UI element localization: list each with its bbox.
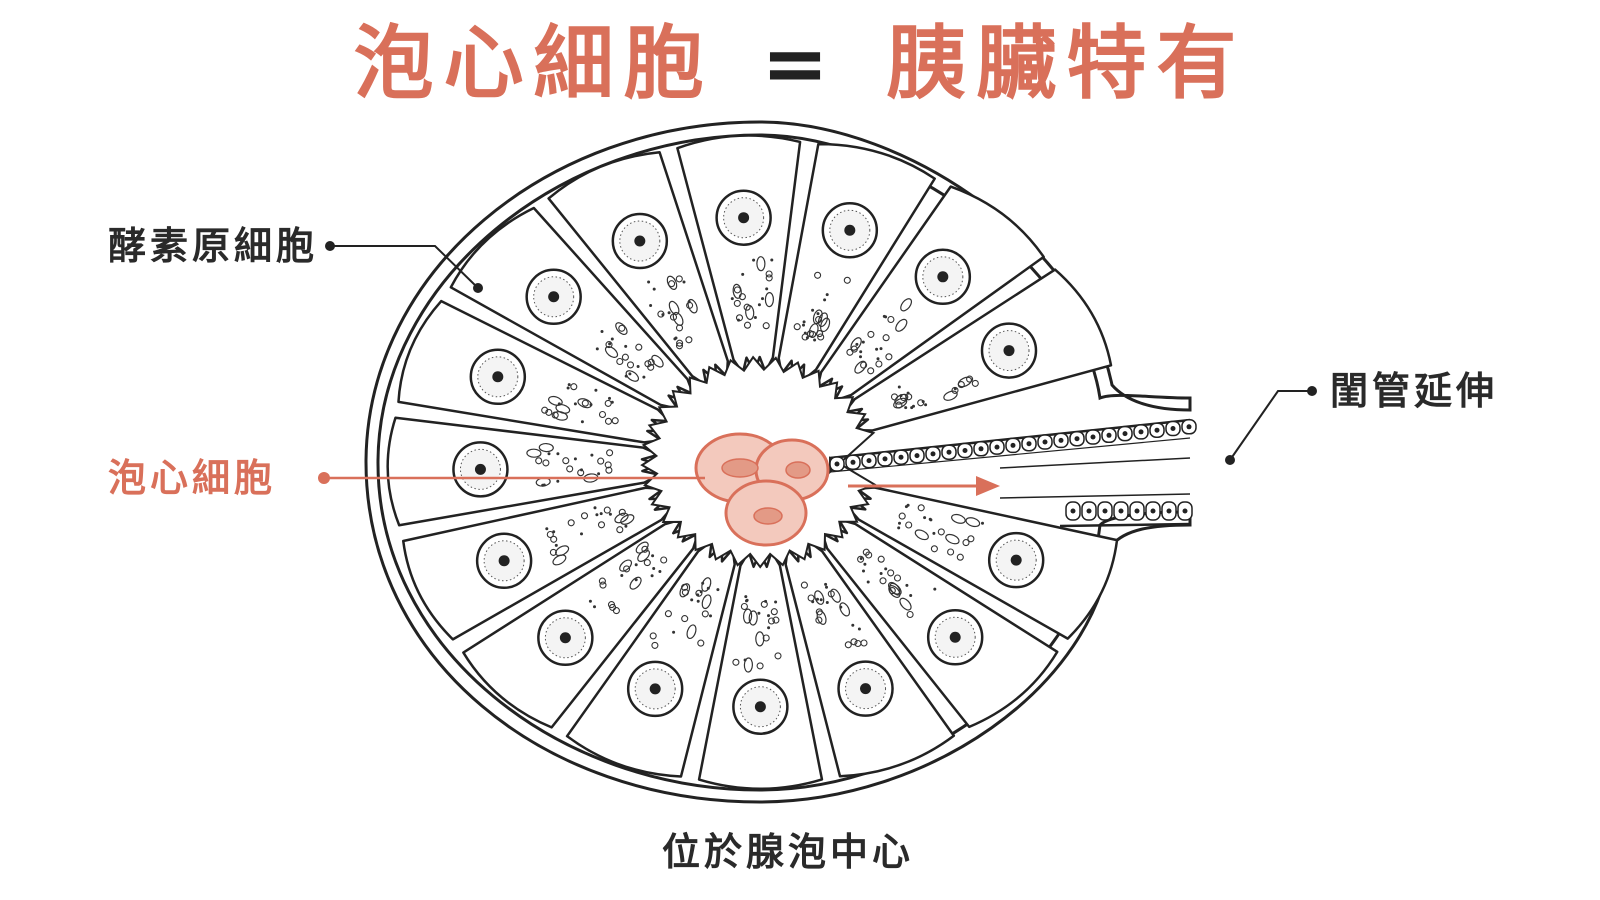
page-title: 泡心細胞 = 胰臟特有: [0, 14, 1600, 114]
zymogen-granules: [588, 541, 668, 615]
nucleus: [715, 189, 772, 246]
zymogen-granules: [541, 383, 619, 425]
nucleus: [821, 201, 879, 259]
nucleus: [732, 678, 789, 735]
zymogen-granules: [730, 256, 775, 330]
leader-duct: [1225, 386, 1317, 465]
zymogen-granules: [647, 275, 698, 350]
caption: 位於腺泡中心: [662, 830, 915, 874]
nucleus: [926, 609, 984, 666]
zymogen-granules: [793, 271, 851, 342]
nucleus: [980, 322, 1038, 379]
nucleus: [452, 441, 509, 498]
duct-epithelium-lower: [1065, 501, 1193, 521]
nucleus: [537, 609, 594, 666]
label-centroacinar-cells: 泡心細胞: [108, 456, 277, 500]
zymogen-granules: [890, 375, 979, 410]
zymogen-granules: [732, 595, 782, 673]
title-equals: =: [761, 17, 839, 110]
nucleus: [525, 268, 582, 326]
nucleus: [837, 660, 894, 717]
nucleus: [914, 248, 972, 306]
zymogen-granules: [800, 581, 868, 649]
title-right: 胰臟特有: [886, 17, 1247, 110]
title-left: 泡心細胞: [353, 17, 714, 110]
label-acinar-cells: 酵素原細胞: [108, 224, 319, 268]
nucleus: [611, 212, 669, 270]
zymogen-granules: [545, 506, 635, 566]
centroacinar-cells: [694, 432, 830, 547]
zymogen-granules: [857, 548, 937, 619]
acinar-cells: [386, 134, 1119, 790]
duct-epithelium-upper: [829, 419, 1197, 472]
nucleus: [475, 532, 533, 590]
nucleus: [987, 531, 1045, 589]
leader-acinar: [325, 241, 483, 293]
zymogen-granules: [649, 577, 720, 649]
zymogen-granules: [897, 503, 984, 561]
secretion-flow-arrow: [848, 476, 1000, 496]
zymogen-granules: [595, 322, 664, 382]
leader-centroacinar: [318, 472, 705, 484]
nucleus: [469, 348, 527, 406]
zymogen-granules: [846, 298, 913, 375]
nucleus: [626, 660, 684, 718]
intercalated-duct: [829, 418, 1197, 528]
label-duct-extension: 閨管延伸: [1330, 369, 1499, 413]
